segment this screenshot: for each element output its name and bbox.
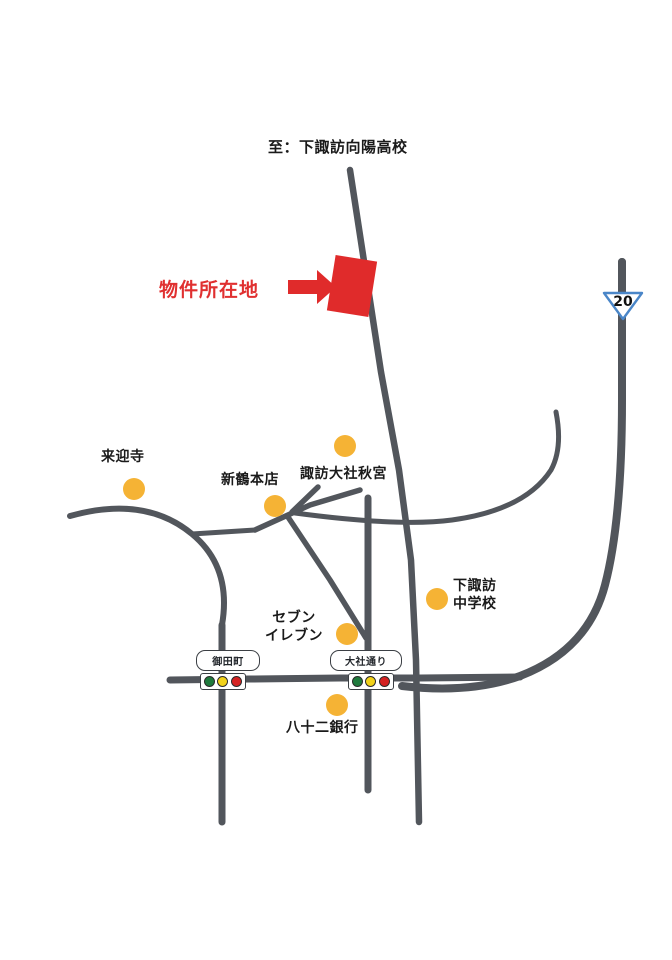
signal-lamp-green-icon — [352, 676, 364, 687]
red-block-icon — [326, 255, 378, 317]
traffic-signal-onda — [200, 673, 246, 690]
poi-label-chugaku-line1: 下諏訪 — [453, 578, 497, 594]
poi-dot-seven — [336, 623, 358, 645]
route-number-label: 20 — [613, 294, 633, 310]
road-west-spur — [189, 527, 258, 537]
road-diagonal-se — [285, 514, 369, 641]
route-marker-icon: 20 — [602, 291, 644, 321]
road-route20 — [398, 258, 626, 693]
poi-label-akimiya: 諏訪大社秋宮 — [300, 466, 387, 482]
intersection-plate-taisha: 大社通り — [330, 650, 402, 671]
signal-lamp-red-icon — [378, 676, 390, 687]
poi-label-seven: セブンイレブン — [265, 610, 323, 645]
poi-label-bank: 八十二銀行 — [286, 720, 359, 736]
signal-lamp-yellow-icon — [365, 676, 377, 687]
traffic-signal-taisha — [348, 673, 394, 690]
signal-lamp-yellow-icon — [217, 676, 229, 687]
poi-dot-raigoji — [123, 478, 145, 500]
poi-label-seven-line1: セブン — [272, 610, 316, 626]
poi-dot-bank — [326, 694, 348, 716]
poi-dot-shinzuru — [264, 495, 286, 517]
destination-label: 至：下諏訪向陽高校 — [268, 138, 408, 156]
poi-label-seven-line2: イレブン — [265, 627, 323, 644]
property-location-label: 物件所在地 — [159, 279, 260, 301]
poi-label-chugaku: 下諏訪中学校 — [453, 578, 497, 613]
poi-label-raigoji: 来迎寺 — [101, 449, 145, 465]
intersection-plate-onda: 御田町 — [196, 650, 260, 671]
signal-lamp-red-icon — [230, 676, 242, 687]
road-akimiya-hook — [292, 409, 562, 525]
road-diagonal-stub — [289, 484, 321, 515]
poi-label-shinzuru: 新鶴本店 — [221, 472, 279, 488]
right-arrow-icon — [288, 270, 336, 304]
signal-lamp-green-icon — [204, 676, 216, 687]
road-diagonal-ne — [252, 487, 363, 533]
poi-dot-chugaku — [426, 588, 448, 610]
poi-label-chugaku-line2: 中学校 — [453, 595, 497, 612]
poi-dot-akimiya — [334, 435, 356, 457]
